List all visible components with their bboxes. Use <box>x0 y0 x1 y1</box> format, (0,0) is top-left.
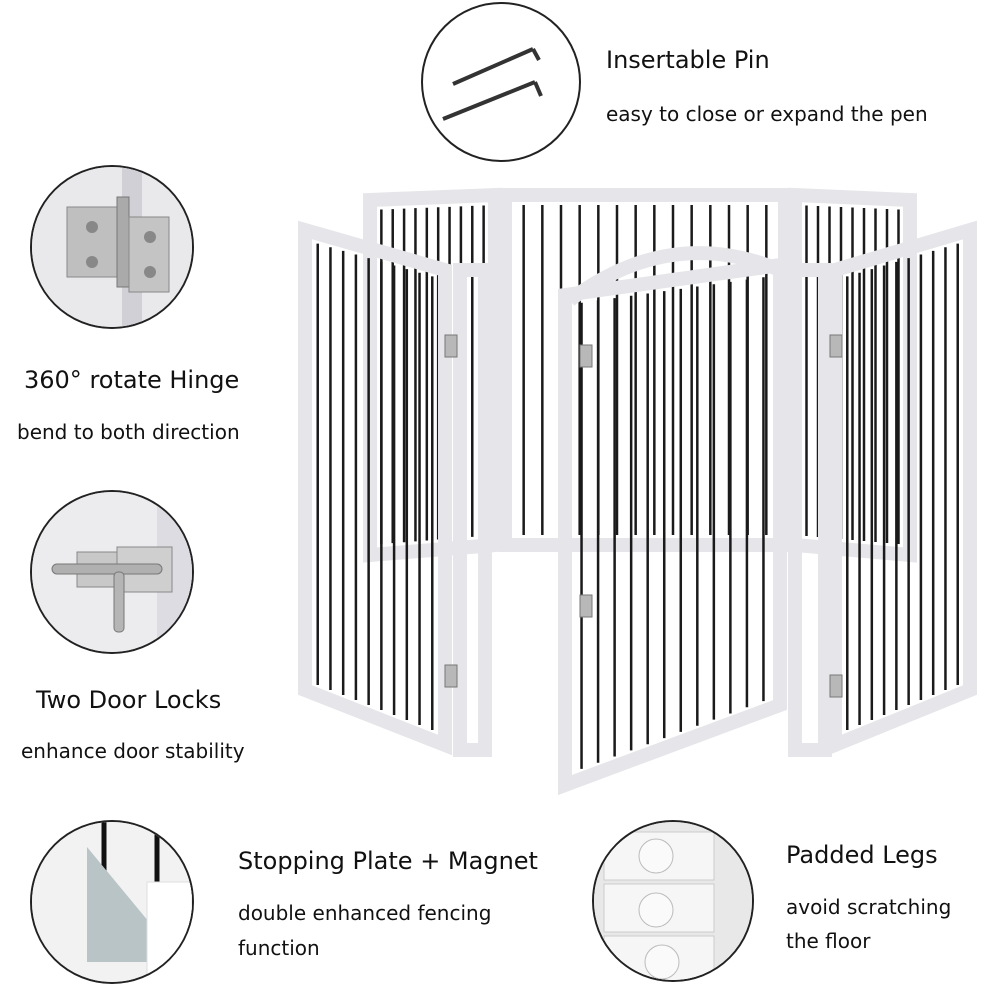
plate-title: Stopping Plate + Magnet <box>238 847 538 875</box>
plate-description-line2: function <box>238 936 320 960</box>
legs-description-line1: avoid scratching <box>786 895 952 919</box>
locks-description: enhance door stability <box>21 739 245 763</box>
hinge-icon <box>444 334 458 358</box>
hinge-icon <box>829 334 843 358</box>
lock-icon <box>32 492 192 652</box>
hinge-description: bend to both direction <box>17 420 240 444</box>
hinge-icon <box>579 594 593 618</box>
padded-legs-detail <box>592 820 754 982</box>
back-left-panel-frame <box>363 187 502 563</box>
pin-title: Insertable Pin <box>606 46 770 74</box>
pet-fence-product-image <box>290 185 990 805</box>
stopping-plate-detail <box>30 820 194 984</box>
stopping-plate-icon <box>32 822 192 982</box>
hinge-icon <box>32 167 192 327</box>
padded-leg-icon <box>594 822 752 980</box>
pin-description: easy to close or expand the pen <box>606 102 928 126</box>
plate-description-line1: double enhanced fencing <box>238 901 492 925</box>
hinge-title: 360° rotate Hinge <box>24 366 240 394</box>
left-panel-frame <box>298 220 452 756</box>
hinge-icon <box>579 344 593 368</box>
door-arch <box>565 246 783 306</box>
door-lock-detail <box>30 490 194 654</box>
hinge-icon <box>829 674 843 698</box>
back-center-panel-frame <box>498 188 792 552</box>
fence-illustration <box>298 187 977 796</box>
right-panel-frame <box>828 220 977 756</box>
pin-icon <box>442 47 543 121</box>
locks-title: Two Door Locks <box>36 686 222 714</box>
hinge-detail <box>30 165 194 329</box>
left-post-frame <box>453 263 492 757</box>
right-post-frame <box>788 263 832 757</box>
legs-title: Padded Legs <box>786 841 938 869</box>
door-panel-frame <box>558 256 787 796</box>
hinge-icon <box>444 664 458 688</box>
legs-description-line2: the floor <box>786 929 871 953</box>
insertable-pin-detail <box>421 2 581 162</box>
